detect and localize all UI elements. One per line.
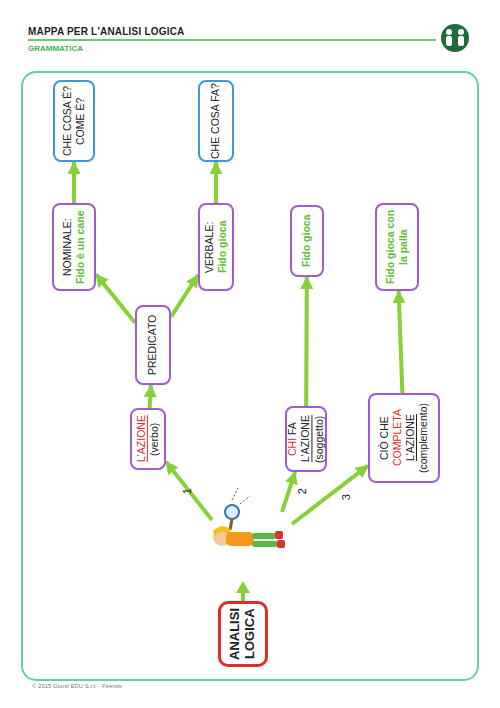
text-line: (complemento) (417, 403, 430, 473)
connector-arrow (72, 162, 76, 203)
text-line: Fido è un cane (74, 210, 87, 284)
kid-illustration (213, 488, 285, 548)
node-text: VERBALE: (203, 221, 215, 272)
text-line: COMPLETA (391, 410, 404, 467)
connector-arrow (171, 275, 198, 317)
text-line: CHE COSA FA? (209, 83, 222, 159)
concept-box: VERBALE:Fido gioca (198, 203, 234, 291)
text-line: Fido gioca (300, 215, 313, 268)
callout-number: 1 (181, 488, 193, 494)
example-box: Fido gioca (290, 205, 324, 277)
node-text: ANALISI LOGICA (227, 608, 257, 660)
node-text: CHE COSA FA? (209, 83, 221, 159)
node-text: Fido è un cane (74, 210, 86, 284)
node-text: NOMINALE: (61, 218, 73, 276)
node-text: Fido gioca (300, 215, 312, 268)
text-line: CHI FA (286, 422, 299, 456)
text-line: VERBALE: (203, 221, 216, 272)
callout-number: 2 (296, 488, 308, 494)
example-box: Fido gioca con la palla (375, 203, 419, 291)
connector-arrow (243, 472, 295, 601)
node-text: (soggetto) (313, 415, 325, 462)
concept-box: PREDICATO (135, 305, 171, 385)
question-box: CHE COSA È? COME È? (53, 80, 95, 162)
text-line: Fido gioca con la palla (384, 207, 410, 287)
text-line: L'AZIONE (135, 416, 148, 463)
concept-box: CHI FAL'AZIONE(soggetto) (285, 406, 327, 472)
text-line: NOMINALE: (61, 218, 74, 276)
text-line: (verbo) (148, 422, 161, 455)
connector-arrow (214, 162, 218, 203)
concept-box: L'AZIONE(verbo) (130, 408, 166, 470)
node-text: PREDICATO (146, 315, 158, 375)
connector-arrow (243, 466, 368, 601)
concept-box: CIÒ CHECOMPLETAL'AZIONE(complemento) (368, 393, 440, 483)
text-line: PREDICATO (146, 315, 159, 375)
text-line: CIÒ CHE (378, 416, 391, 460)
node-text: Fido gioca (216, 221, 228, 274)
node-text: CHI (286, 438, 298, 456)
node-text: L'AZIONE (404, 415, 416, 462)
node-text: Fido gioca con la palla (384, 210, 409, 284)
publisher-logo (441, 24, 469, 52)
node-text: FA (286, 422, 298, 435)
text-line: (soggetto) (313, 415, 326, 462)
text-line: Fido gioca (216, 221, 229, 274)
connector-arrow (304, 277, 309, 406)
page-title: MAPPA PER L'ANALISI LOGICA (28, 26, 184, 37)
question-box: CHE COSA FA? (198, 80, 234, 162)
node-text: L'AZIONE (135, 416, 147, 463)
node-text: COMPLETA (391, 410, 403, 467)
header-rule (28, 39, 436, 41)
text-line: CHE COSA È? COME È? (61, 84, 87, 158)
callout-number: 3 (340, 494, 352, 500)
connector-arrow (150, 385, 151, 408)
concept-box: NOMINALE:Fido è un cane (52, 203, 96, 291)
node-text: (complemento) (417, 403, 429, 473)
section-label: GRAMMATICA (28, 44, 83, 53)
node-text: CHE COSA È? COME È? (61, 86, 86, 156)
start-box: ANALISI LOGICA (218, 601, 268, 667)
text-line: L'AZIONE (299, 416, 312, 463)
copyright-note: © 2015 Giunti EDU S.r.l. - Firenze (32, 683, 122, 689)
text-line: ANALISI LOGICA (228, 606, 258, 662)
node-text: (verbo) (148, 422, 160, 455)
connector-arrow (399, 291, 403, 393)
connector-arrow (166, 462, 243, 601)
node-text: CIÒ CHE (378, 416, 390, 460)
frame (22, 72, 478, 680)
connector-arrow (96, 274, 135, 322)
arrow-head (236, 581, 250, 593)
node-text: L'AZIONE (299, 416, 311, 463)
text-line: L'AZIONE (404, 415, 417, 462)
